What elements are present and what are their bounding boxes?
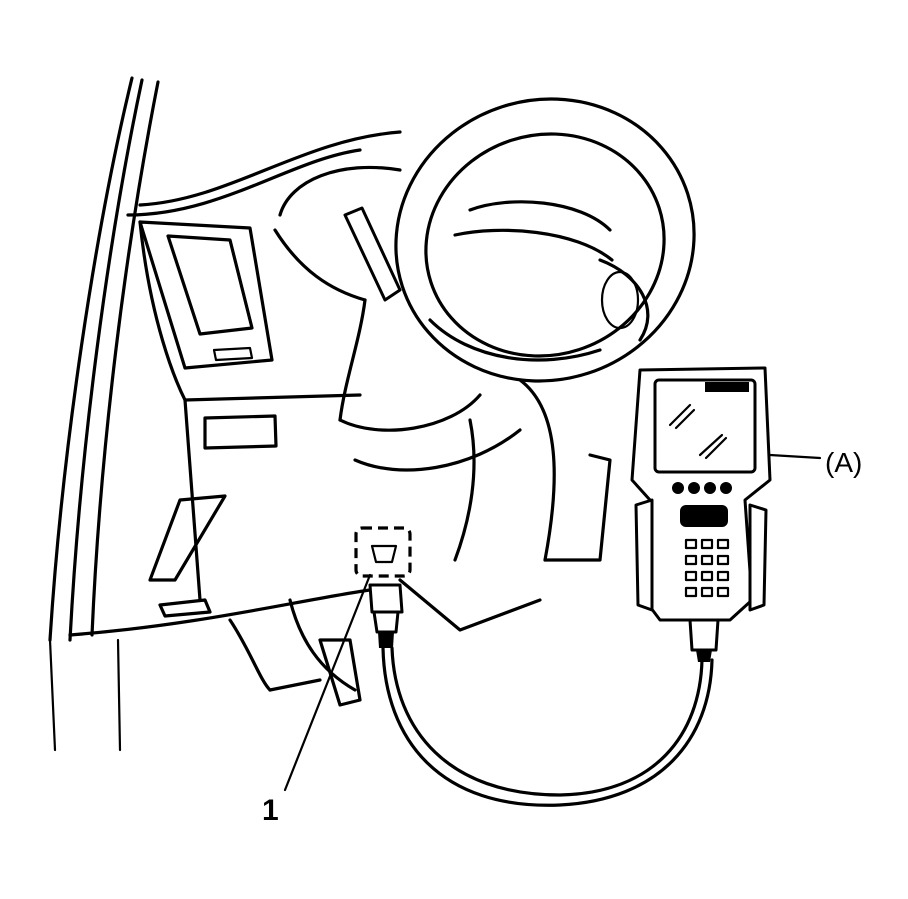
leader-lines xyxy=(283,453,822,792)
lower-dash-panel xyxy=(68,220,372,637)
scan-tool xyxy=(630,366,772,662)
callout-connector-label: 1 xyxy=(262,794,279,827)
connector-plug xyxy=(368,583,404,648)
pedal-area xyxy=(228,598,362,707)
data-link-connector xyxy=(354,526,412,578)
dashboard-top xyxy=(126,130,402,217)
scan-tool-cable xyxy=(381,646,714,807)
steering-column xyxy=(273,165,522,562)
steering-wheel xyxy=(394,97,696,383)
a-pillar xyxy=(48,76,160,752)
callout-scan-tool-label: (A) xyxy=(825,447,862,478)
left-air-vent xyxy=(138,220,274,370)
scan-tool-keypad xyxy=(672,482,732,598)
scan-tool-grips xyxy=(634,498,768,612)
knee-bolster xyxy=(398,378,612,632)
